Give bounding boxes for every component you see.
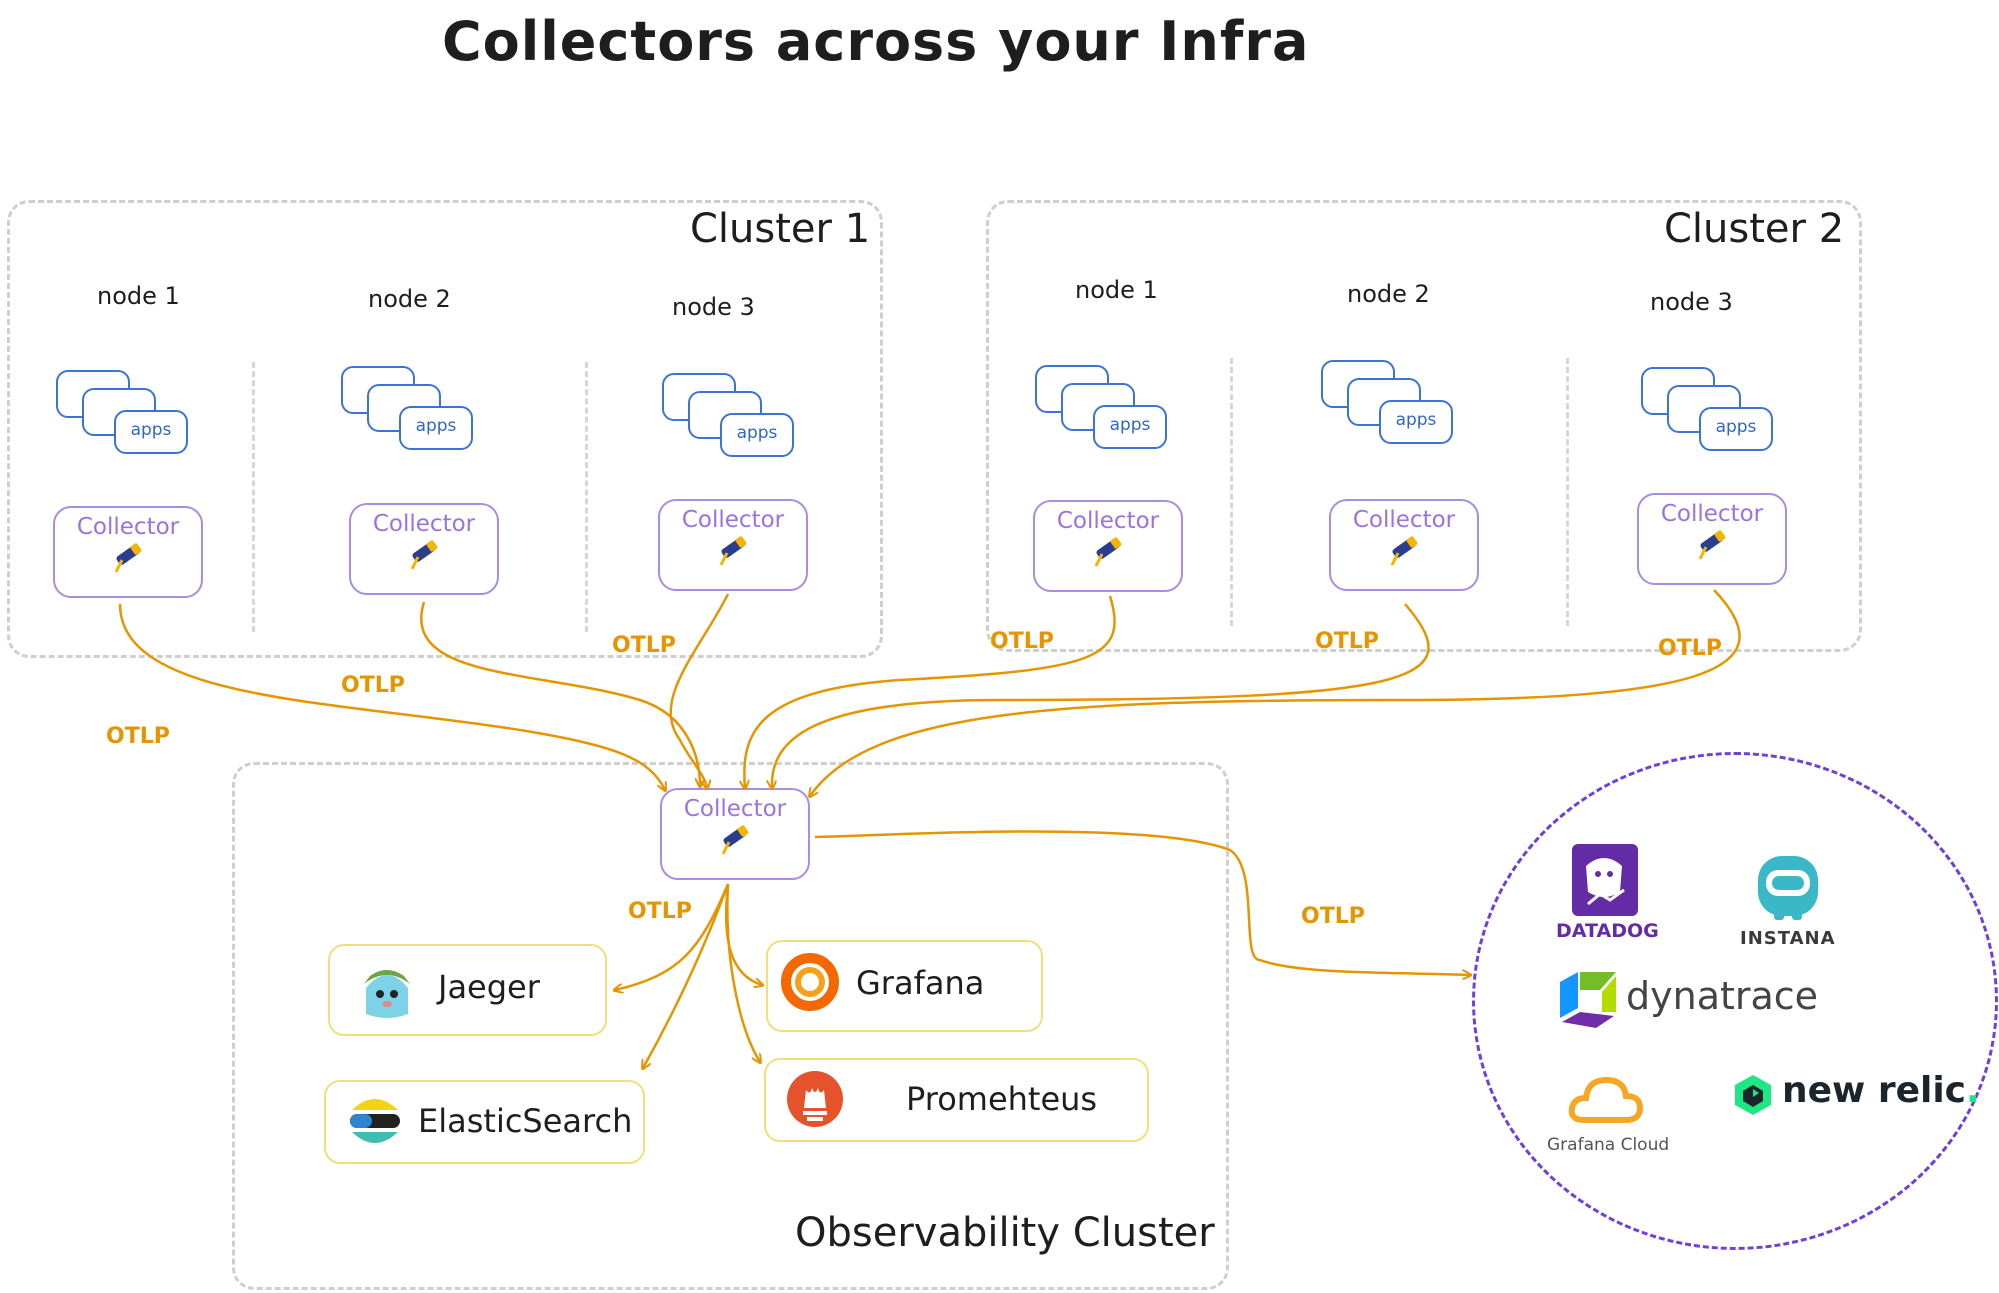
- node-divider: [585, 362, 588, 632]
- vendor-backends-circle: [1472, 752, 1998, 1250]
- arrow-c1n3-to-central: [669, 593, 730, 788]
- telescope-icon: [1390, 536, 1418, 566]
- observability-cluster: [232, 762, 1229, 1290]
- cluster-2-node-2-label: node 2: [1347, 280, 1430, 308]
- telescope-icon: [410, 540, 438, 570]
- backend-label: ElasticSearch: [418, 1102, 633, 1140]
- collector-c1-n1: Collector: [53, 506, 203, 598]
- grafana-icon: [781, 953, 839, 1011]
- datadog-label: DATADOG: [1556, 920, 1659, 942]
- backend-label: Jaeger: [438, 968, 540, 1006]
- new-relic-icon: [1735, 1075, 1771, 1115]
- arrow-central-to-vendors: [814, 830, 1470, 975]
- elasticsearch-icon: [350, 1099, 400, 1143]
- collector-c1-n2: Collector: [349, 503, 499, 595]
- grafana-cloud-icon: [1568, 1076, 1644, 1123]
- arrow-c2n1-to-central: [744, 595, 1116, 788]
- telescope-icon: [1698, 530, 1726, 560]
- otlp-label: OTLP: [612, 633, 676, 658]
- telescope-icon: [114, 543, 142, 573]
- dynatrace-label: dynatrace: [1626, 974, 1819, 1018]
- cluster-1-node-3-label: node 3: [672, 293, 755, 321]
- apps-stack: apps: [341, 366, 476, 450]
- otlp-label: OTLP: [106, 724, 170, 749]
- node-divider: [252, 362, 255, 632]
- collector-central: Collector: [660, 788, 810, 880]
- collector-c2-n2: Collector: [1329, 499, 1479, 591]
- backend-elasticsearch: ElasticSearch: [324, 1080, 645, 1164]
- collector-c1-n3: Collector: [658, 499, 808, 591]
- arrow-c1n1-to-central: [118, 603, 665, 790]
- telescope-icon: [1094, 537, 1122, 567]
- arrow-c2n3-to-central: [810, 589, 1741, 796]
- collector-label: Collector: [1352, 507, 1456, 533]
- node-divider: [1566, 358, 1569, 626]
- collector-label: Collector: [1660, 501, 1764, 527]
- instana-label: INSTANA: [1740, 928, 1836, 949]
- otlp-label: OTLP: [990, 629, 1054, 654]
- apps-label: apps: [1093, 405, 1167, 449]
- otlp-label: OTLP: [628, 899, 692, 924]
- collector-label: Collector: [683, 796, 787, 822]
- page-title: Collectors across your Infra: [442, 10, 1310, 73]
- new-relic-wordmark: new relic: [1782, 1070, 1967, 1111]
- apps-stack: apps: [1641, 367, 1776, 451]
- backend-label: Promehteus: [906, 1080, 1098, 1118]
- apps-stack: apps: [56, 370, 191, 454]
- node-divider: [1230, 358, 1233, 626]
- grafana-cloud-label: Grafana Cloud: [1547, 1135, 1670, 1155]
- telescope-icon: [721, 825, 749, 855]
- arrow-central-to-jaeger: [615, 883, 730, 990]
- otlp-label: OTLP: [1301, 904, 1365, 929]
- apps-stack: apps: [1035, 365, 1170, 449]
- datadog-icon: [1572, 844, 1638, 916]
- otlp-label: OTLP: [1658, 636, 1722, 661]
- cluster-1-node-2-label: node 2: [368, 285, 451, 313]
- collector-label: Collector: [1056, 508, 1160, 534]
- arrow-central-to-prometheus: [726, 883, 760, 1062]
- apps-label: apps: [114, 410, 188, 454]
- backend-grafana: Grafana: [766, 940, 1043, 1032]
- jaeger-icon: [364, 970, 410, 1018]
- apps-stack: apps: [662, 373, 797, 457]
- backend-prometheus: Promehteus: [764, 1058, 1149, 1142]
- cluster-1-node-1-label: node 1: [97, 282, 180, 310]
- prometheus-icon: [787, 1071, 843, 1127]
- cluster-2-node-3-label: node 3: [1650, 288, 1733, 316]
- backend-label: Grafana: [856, 964, 985, 1002]
- new-relic-label: new relic.: [1782, 1070, 1980, 1111]
- telescope-icon: [719, 536, 747, 566]
- apps-label: apps: [1699, 407, 1773, 451]
- arrow-c1n2-to-central: [420, 601, 700, 786]
- collector-c2-n1: Collector: [1033, 500, 1183, 592]
- cluster-2-title: Cluster 2: [1664, 206, 1845, 252]
- cluster-1-title: Cluster 1: [690, 206, 871, 252]
- arrow-c2n2-to-central: [772, 603, 1430, 788]
- observability-cluster-title: Observability Cluster: [795, 1210, 1215, 1256]
- cluster-1: [7, 200, 883, 658]
- backend-jaeger: Jaeger: [328, 944, 607, 1036]
- new-relic-dot: .: [1966, 1070, 1980, 1111]
- cluster-2-node-1-label: node 1: [1075, 276, 1158, 304]
- apps-label: apps: [399, 406, 473, 450]
- cluster-2: [986, 200, 1862, 652]
- otlp-label: OTLP: [1315, 629, 1379, 654]
- apps-label: apps: [1379, 400, 1453, 444]
- collector-label: Collector: [681, 507, 785, 533]
- collector-label: Collector: [372, 511, 476, 537]
- collector-c2-n3: Collector: [1637, 493, 1787, 585]
- apps-label: apps: [720, 413, 794, 457]
- arrow-central-to-elasticsearch: [643, 883, 730, 1068]
- collector-label: Collector: [76, 514, 180, 540]
- otlp-label: OTLP: [341, 673, 405, 698]
- apps-stack: apps: [1321, 360, 1456, 444]
- dynatrace-icon: [1560, 972, 1616, 1028]
- instana-icon: [1758, 856, 1818, 920]
